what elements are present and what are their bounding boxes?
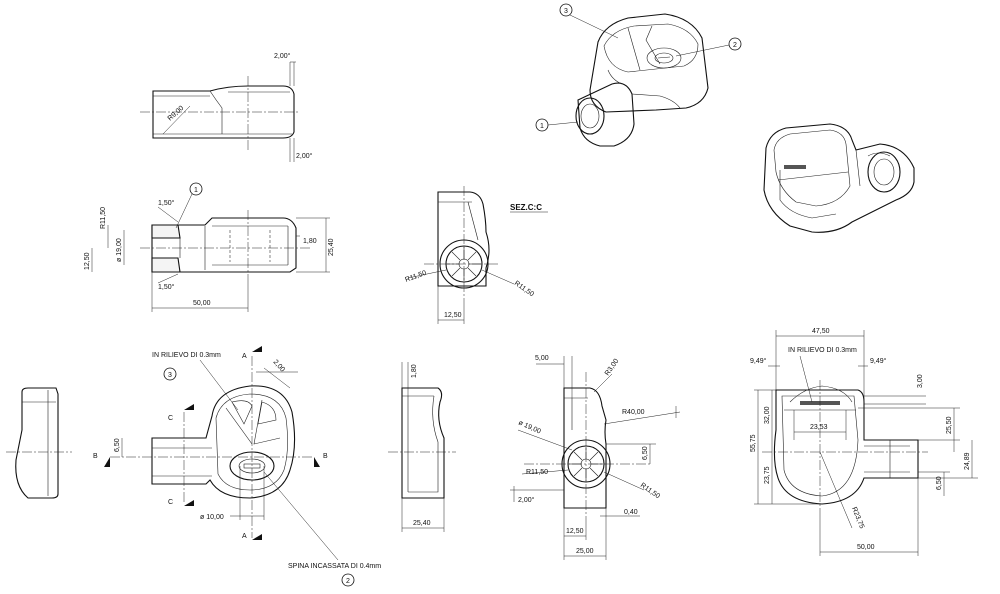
cc-lower-r40: R40,00 — [622, 409, 645, 416]
cc-upper-r2: R11,50 — [513, 280, 535, 298]
note-raised-right: IN RILIEVO DI 0.3mm — [788, 347, 857, 354]
balloon-3-iso — [559, 3, 573, 17]
cc-upper-r1: R11,50 — [404, 270, 427, 284]
side-wall: 1,80 — [303, 238, 317, 245]
view-marker-a-top: A — [242, 353, 247, 360]
side-h-left: 12,50 — [84, 252, 91, 270]
section-cc-upper: SEZ.C:C R11,50 R11,50 12,50 — [404, 186, 548, 324]
cc-lower-r1: R11,50 — [526, 469, 548, 476]
section-bb-view: 1,80 25,40 — [388, 362, 456, 532]
plan-angle: 2,00 — [272, 359, 286, 374]
isometric-view-right — [763, 123, 915, 233]
right-length: 50,00 — [857, 544, 875, 551]
plan-view: 6,50 ø 10,00 2,00 IN RILIEVO DI 0.3mm 3 … — [93, 346, 381, 587]
balloon-1-side — [189, 182, 203, 196]
right-h25: 25,50 — [946, 416, 953, 434]
section-cc-lower: 5,00 R3,00 R40,00 ø 19,00 6,50 R11,50 R1… — [510, 355, 681, 560]
top-view: R9,00 2,00° 2,00° — [140, 52, 313, 162]
side-dia: ø 19,00 — [116, 238, 123, 262]
view-marker-c-bottom: C — [168, 499, 173, 506]
side-height: 25,40 — [328, 238, 335, 256]
note-raised-top: IN RILIEVO DI 0.3mm — [152, 352, 221, 359]
left-edge-view — [6, 387, 72, 499]
note-recessed-pin: SPINA INCASSATA DI 0.4mm — [288, 563, 381, 570]
view-marker-b-left: B — [93, 453, 98, 460]
right-w23: 23,53 — [810, 424, 828, 431]
side-draft1: 1,50° — [158, 199, 175, 207]
side-r-top: R11,50 — [100, 207, 107, 229]
balloon-3-plan-label: 3 — [168, 372, 172, 379]
balloon-1-iso-label: 1 — [540, 123, 544, 130]
view-marker-c-top: C — [168, 415, 173, 422]
side-draft2: 1,50° — [158, 283, 175, 291]
cc-lower-r30: R3,00 — [604, 358, 621, 377]
balloon-2-plan — [341, 573, 355, 587]
right-view: 47,50 IN RILIEVO DI 0.3mm 9,49° 9,49° 3,… — [750, 328, 978, 556]
right-h23: 23,75 — [764, 466, 771, 484]
top-draft-label: 2,00° — [274, 52, 291, 60]
cc-upper-w: 12,50 — [444, 312, 462, 319]
plan-h: 6,50 — [114, 438, 121, 452]
cc-lower-h: 6,50 — [642, 446, 649, 460]
cc-lower-dia: ø 19,00 — [517, 419, 542, 435]
right-angle-l: 9,49° — [750, 357, 767, 365]
section-cc-title: SEZ.C:C — [510, 203, 542, 212]
cc-lower-wall: 0,40 — [624, 509, 638, 516]
view-marker-b-right: B — [323, 453, 328, 460]
view-marker-a-bottom: A — [242, 533, 247, 540]
plan-dia: ø 10,00 — [200, 514, 224, 521]
bb-wall: 1,80 — [411, 364, 418, 378]
right-depth: 3,00 — [917, 374, 924, 388]
balloon-3-plan — [163, 367, 177, 381]
balloon-2-iso — [728, 37, 742, 51]
bottom-draft-label: 2,00° — [296, 152, 313, 160]
bb-width: 25,40 — [413, 520, 431, 527]
cc-lower-r2: R11,50 — [639, 482, 661, 500]
right-h55: 55,75 — [750, 434, 757, 452]
right-h32: 32,00 — [764, 406, 771, 424]
cc-lower-w2: 25,00 — [576, 548, 594, 555]
balloon-3-iso-label: 3 — [564, 8, 568, 15]
balloon-1-side-label: 1 — [194, 187, 198, 194]
raised-text-mark — [784, 165, 806, 169]
balloon-2-iso-label: 2 — [733, 42, 737, 49]
right-h6: 6,50 — [936, 476, 943, 490]
isometric-view-top: 3 2 1 — [535, 3, 742, 147]
side-length: 50,00 — [193, 300, 211, 307]
cc-lower-w1: 12,50 — [566, 528, 584, 535]
cc-lower-draft: 2,00° — [518, 496, 535, 504]
right-width: 47,50 — [812, 328, 830, 335]
right-angle-r: 9,49° — [870, 357, 887, 365]
side-section-view: R11,50 ø 19,00 12,50 1,50° 1,50° 1,80 25… — [84, 182, 335, 312]
balloon-2-plan-label: 2 — [346, 578, 350, 585]
right-h24: 24,89 — [964, 452, 971, 470]
right-radius: R23,75 — [850, 506, 865, 530]
cc-lower-w-top: 5,00 — [535, 355, 549, 362]
